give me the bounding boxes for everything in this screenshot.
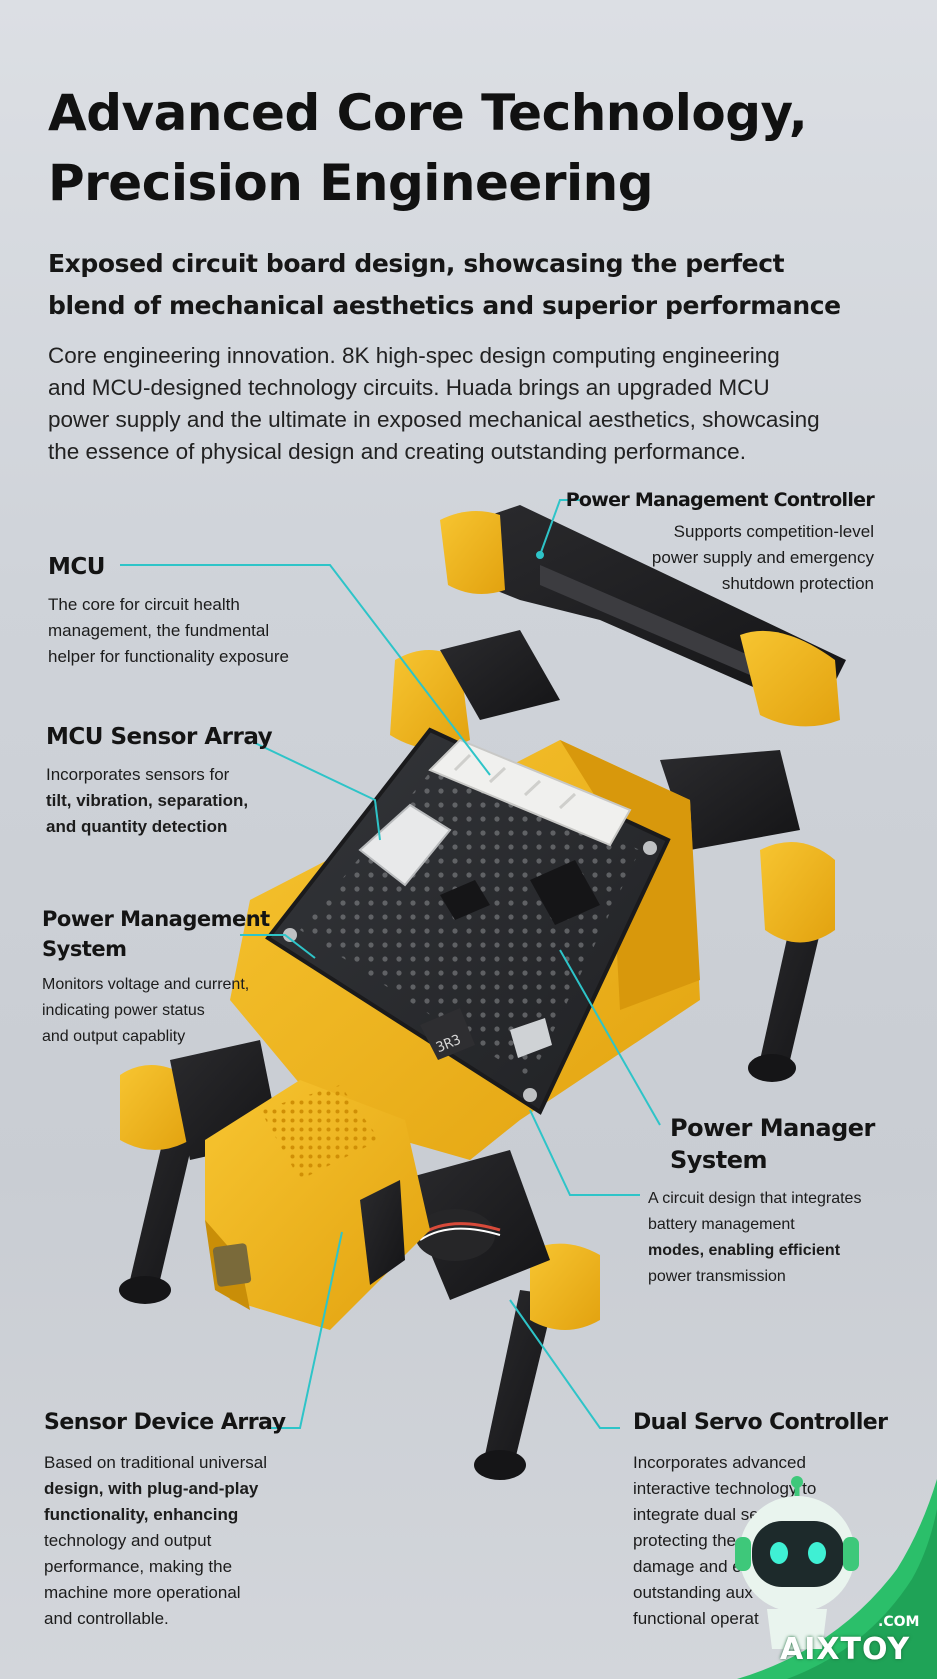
subtitle-line-1: Exposed circuit board design, showcasing… <box>48 249 785 278</box>
feature-dual-servo: Dual Servo Controller Incorporates advan… <box>633 1408 893 1632</box>
desc-line: Incorporates advanced <box>633 1453 806 1472</box>
desc-line: Monitors voltage and current, <box>42 976 250 993</box>
desc-line: shutdown protection <box>721 574 874 593</box>
desc-line: battery management <box>648 1216 795 1233</box>
feature-title: Power Management Controller <box>565 489 875 511</box>
desc-line: protecting the ma <box>633 1531 765 1550</box>
desc-line: power supply and emergency <box>651 548 874 567</box>
title-line: System <box>670 1146 767 1174</box>
feature-title: Power Manager System <box>650 1112 890 1176</box>
feature-title: MCU Sensor Array <box>46 724 273 750</box>
subtitle-line-2: blend of mechanical aesthetics and super… <box>48 291 841 320</box>
feature-description: Monitors voltage and current, indicating… <box>42 972 282 1050</box>
feature-title: MCU <box>48 554 105 580</box>
intro-line-4: the essence of physical design and creat… <box>48 439 746 464</box>
desc-line: Supports competition-level <box>673 522 874 541</box>
desc-line: interactive technology to <box>633 1479 817 1498</box>
desc-line: technology and output <box>44 1531 212 1550</box>
mascot-robot-icon <box>735 1476 859 1649</box>
desc-line: performance, making the <box>44 1557 233 1576</box>
rear-legs <box>390 630 835 1082</box>
page-subtitle: Exposed circuit board design, showcasing… <box>48 243 908 327</box>
watermark-logo <box>735 1476 937 1679</box>
title-line-2: Precision Engineering <box>48 154 654 212</box>
robot-head <box>205 1080 430 1330</box>
intro-line-3: power supply and the ultimate in exposed… <box>48 407 820 432</box>
feature-power-manager: Power Manager System A circuit design th… <box>648 1112 890 1290</box>
title-line: Power Management <box>42 907 270 931</box>
feature-description: Based on traditional universal design, w… <box>44 1450 304 1632</box>
feature-title: Sensor Device Array <box>44 1410 286 1435</box>
desc-line: power transmission <box>648 1268 786 1285</box>
watermark-brand: AIXTOY <box>780 1632 911 1667</box>
feature-power-controller: Power Management Controller Supports com… <box>560 487 875 597</box>
desc-line: Incorporates sensors for <box>46 765 230 784</box>
intro-line-2: and MCU-designed technology circuits. Hu… <box>48 375 770 400</box>
desc-line: indicating power status <box>42 1002 205 1019</box>
feature-sensor-array: MCU Sensor Array Incorporates sensors fo… <box>46 722 306 840</box>
desc-line: damage and en <box>633 1557 752 1576</box>
servo-block <box>400 1150 550 1300</box>
desc-line: and quantity detection <box>46 817 228 836</box>
desc-line: A circuit design that integrates <box>648 1190 862 1207</box>
feature-description: Incorporates advanced interactive techno… <box>633 1450 893 1632</box>
title-line: System <box>42 937 127 961</box>
desc-line: functional operat <box>633 1609 759 1628</box>
desc-line: and controllable. <box>44 1609 169 1628</box>
feature-description: Supports competition-level power supply … <box>560 519 874 597</box>
desc-line: management, the fundmental <box>48 621 270 640</box>
desc-line: The core for circuit health <box>48 595 240 614</box>
feature-title: Dual Servo Controller <box>633 1410 888 1435</box>
desc-line: tilt, vibration, separation, <box>46 791 249 810</box>
desc-line: outstanding aux <box>633 1583 754 1602</box>
desc-line: Based on traditional universal <box>44 1453 268 1472</box>
title-line: Power Manager <box>670 1114 875 1142</box>
desc-line: and output capablity <box>42 1028 186 1045</box>
desc-line: design, with plug-and-play <box>44 1479 259 1498</box>
callout-lines <box>120 499 661 1429</box>
feature-description: The core for circuit health management, … <box>48 592 348 670</box>
page-title: Advanced Core Technology, Precision Engi… <box>48 78 908 218</box>
desc-line: modes, enabling efficient <box>648 1242 841 1259</box>
desc-line: machine more operational <box>44 1583 241 1602</box>
feature-sensor-device: Sensor Device Array Based on traditional… <box>44 1408 304 1632</box>
power-controller-part <box>440 505 846 727</box>
title-line-1: Advanced Core Technology, <box>48 84 808 142</box>
feature-title: Power Management System <box>42 904 282 964</box>
desc-line: helper for functionality exposure <box>48 647 289 666</box>
pcb-board <box>265 727 671 1115</box>
watermark-tld: .COM <box>878 1614 920 1630</box>
feature-description: A circuit design that integrates battery… <box>648 1186 890 1290</box>
feature-description: Incorporates sensors for tilt, vibration… <box>46 762 306 840</box>
feature-mcu: MCU The core for circuit health manageme… <box>48 552 348 670</box>
intro-paragraph: Core engineering innovation. 8K high-spe… <box>48 340 908 468</box>
intro-line-1: Core engineering innovation. 8K high-spe… <box>48 343 780 368</box>
desc-line: functionality, enhancing <box>44 1505 239 1524</box>
feature-power-system: Power Management System Monitors voltage… <box>42 904 282 1050</box>
